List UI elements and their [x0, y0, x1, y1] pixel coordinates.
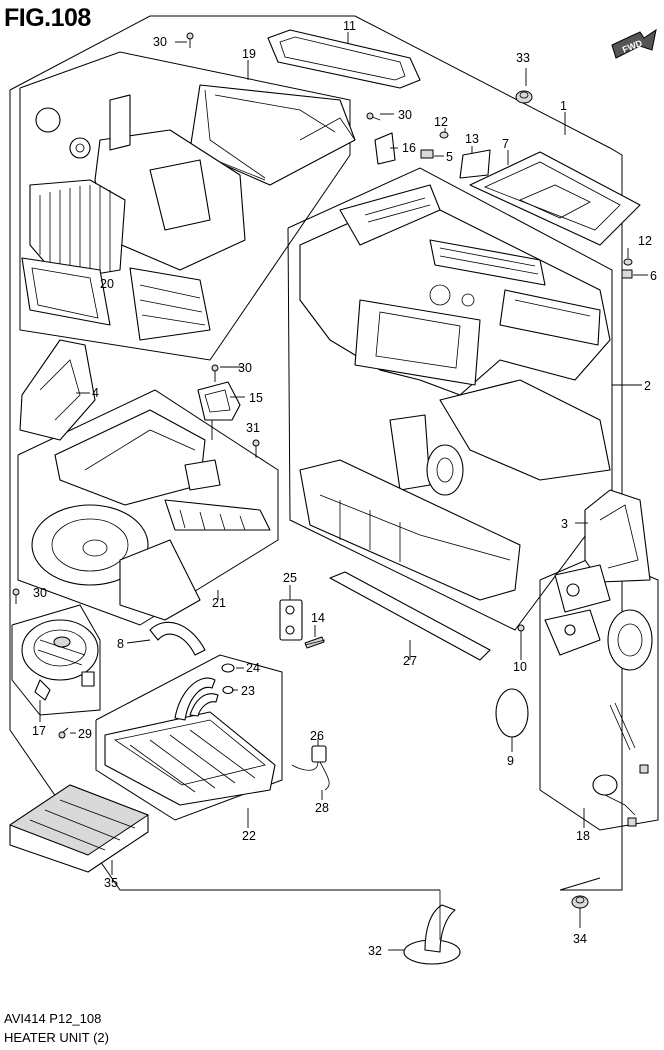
figure-title: FIG.108: [4, 4, 91, 32]
small-fasteners: [374, 131, 633, 279]
door-link-parts: [544, 564, 653, 827]
callout-19: 19: [242, 47, 256, 61]
callout-24: 24: [246, 661, 260, 675]
callout-28: 28: [315, 801, 329, 815]
blower-housing-subframe: [17, 389, 279, 626]
callout-6: 6: [650, 269, 657, 283]
callout-25: 25: [283, 571, 297, 585]
motor-subframe: [11, 604, 101, 716]
callout-23: 23: [241, 684, 255, 698]
callout-17: 17: [32, 724, 46, 738]
callout-27: 27: [403, 654, 417, 668]
actuator-15-part: [197, 381, 241, 421]
callout-8: 8: [117, 637, 124, 651]
callout-22: 22: [242, 829, 256, 843]
callout-13: 13: [465, 132, 479, 146]
callout-26: 26: [310, 729, 324, 743]
nut-34-part: [571, 895, 589, 909]
callout-labels: 11 30 19 33 1 30 12 13 16 7 5 12 6 20 30…: [32, 19, 657, 958]
figure-code: AVI414 P12_108: [4, 1011, 102, 1026]
fwd-arrow-icon: FWD: [611, 28, 657, 59]
callout-20: 20: [100, 277, 114, 291]
blower-housing-part: [31, 409, 271, 621]
callout-30-left: 30: [33, 586, 47, 600]
callout-16: 16: [402, 141, 416, 155]
cabin-filter-part: [9, 784, 149, 873]
lower-case-part: [299, 459, 521, 661]
evaporator-subframe: [95, 654, 283, 821]
grommet-part: [515, 90, 533, 104]
callout-34: 34: [573, 932, 587, 946]
callout-4: 4: [92, 386, 99, 400]
callout-35: 35: [104, 876, 118, 890]
callout-31: 31: [246, 421, 260, 435]
callout-12-right: 12: [638, 234, 652, 248]
drain-hose-part: [149, 621, 206, 656]
evaporator-part: [104, 677, 276, 806]
temperature-sensor-part: [291, 745, 330, 791]
blower-case-subframe: [19, 51, 351, 361]
callout-3: 3: [561, 517, 568, 531]
figure-name: HEATER UNIT (2): [4, 1030, 109, 1045]
filter-housing-part: [189, 84, 356, 186]
seal-frame-part: [469, 151, 641, 246]
heater-unit-body: [299, 184, 611, 496]
pad-9-part: [495, 688, 529, 738]
callout-21: 21: [212, 596, 226, 610]
callout-7: 7: [502, 137, 509, 151]
callout-14: 14: [311, 611, 325, 625]
callout-33: 33: [516, 51, 530, 65]
callout-11: 11: [343, 19, 356, 33]
side-duct-parts: [19, 339, 651, 583]
callout-12-top: 12: [434, 115, 448, 129]
callout-29: 29: [78, 727, 92, 741]
callout-18: 18: [576, 829, 590, 843]
blower-upper-case-part: [21, 94, 246, 341]
o-ring-parts: [221, 663, 235, 695]
floor-duct-part: [403, 890, 461, 965]
callout-15: 15: [249, 391, 263, 405]
callout-5: 5: [446, 150, 453, 164]
gasket-frame-part: [267, 29, 421, 89]
callout-30-top: 30: [153, 35, 167, 49]
blower-motor-part: [21, 619, 99, 701]
callout-30-mid: 30: [238, 361, 252, 375]
callout-1: 1: [560, 99, 567, 113]
insulator-pad-part: [459, 149, 491, 179]
callout-10: 10: [513, 660, 527, 674]
callout-2: 2: [644, 379, 651, 393]
callout-30-right: 30: [398, 108, 412, 122]
leader-lines: [39, 32, 648, 951]
callout-32: 32: [368, 944, 382, 958]
callout-9: 9: [507, 754, 514, 768]
screw-parts: [12, 32, 525, 739]
